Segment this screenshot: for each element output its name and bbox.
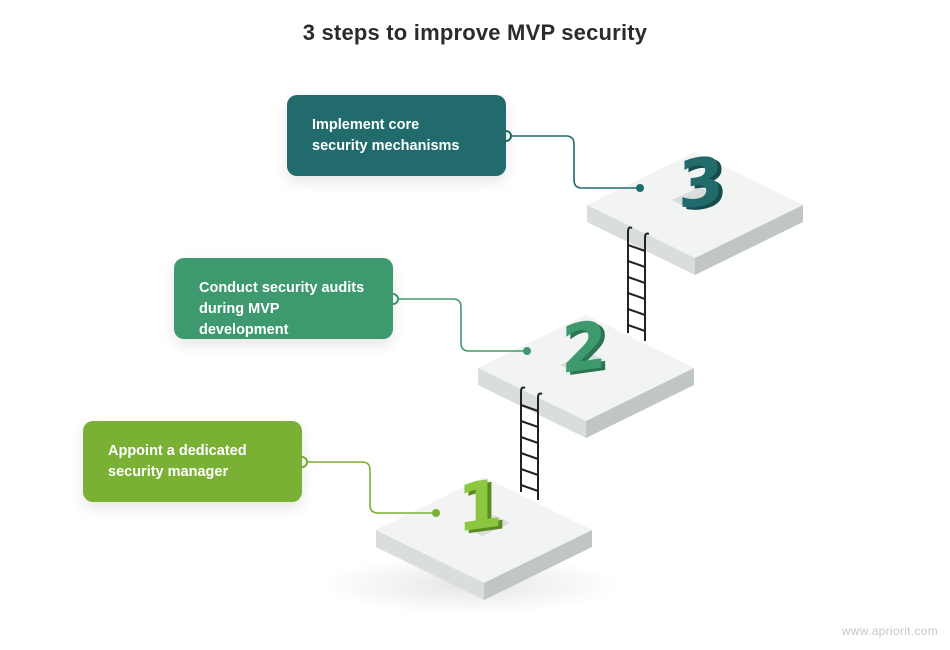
connector-1 xyxy=(302,461,436,514)
ladder-2-3 xyxy=(627,226,650,341)
step-1-text-line2: security manager xyxy=(108,464,229,480)
connector-1-end-dot xyxy=(432,509,440,517)
step-3-number: 3 xyxy=(678,141,724,225)
step-1-text-line1: Appoint a dedicated xyxy=(108,443,247,459)
step-2-text-line1: Conduct security audits xyxy=(199,280,365,296)
step-2-text-line2: during MVP development xyxy=(199,301,289,338)
step-1-number-depth: 1 xyxy=(461,466,507,550)
platform-1 xyxy=(376,477,592,600)
step-3-card: Implement core security mechanisms xyxy=(287,95,506,176)
step-1-number: 1 xyxy=(457,464,503,548)
step-3-text-line1: Implement core xyxy=(312,117,420,133)
platform-2 xyxy=(478,315,694,438)
connector-2 xyxy=(393,298,527,352)
step-1-card: Appoint a dedicated security manager xyxy=(83,421,302,502)
ladder-1-2 xyxy=(520,386,543,500)
connector-3 xyxy=(506,135,640,189)
step-2-number-depth: 2 xyxy=(565,307,611,391)
step-3-number-depth: 3 xyxy=(682,143,728,227)
platform-3 xyxy=(587,152,803,275)
connector-3-end-dot xyxy=(636,184,644,192)
step-2-card: Conduct security audits during MVP devel… xyxy=(174,258,393,339)
step-2-number: 2 xyxy=(561,305,607,389)
watermark: www.apriorit.com xyxy=(841,624,938,638)
connector-2-end-dot xyxy=(523,347,531,355)
page-title: 3 steps to improve MVP security xyxy=(302,20,648,45)
step-3-text-line2: security mechanisms xyxy=(312,138,460,154)
